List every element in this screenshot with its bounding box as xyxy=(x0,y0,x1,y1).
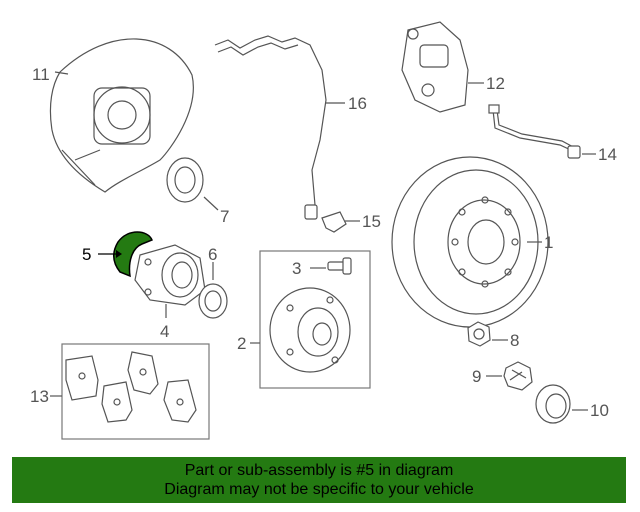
part-1-brake-disc[interactable] xyxy=(391,156,549,328)
part-16-abs-sensor-wire[interactable] xyxy=(214,35,327,220)
label-3: 3 xyxy=(292,259,301,278)
banner-line-1: Part or sub-assembly is #5 in diagram xyxy=(184,462,454,479)
label-12: 12 xyxy=(486,74,505,93)
label-2: 2 xyxy=(237,334,246,353)
label-16: 16 xyxy=(348,94,367,113)
part-9-lock-cap[interactable] xyxy=(503,361,533,391)
part-7-oil-seal[interactable] xyxy=(166,157,204,203)
part-5-highlighted[interactable] xyxy=(113,231,153,278)
part-11-dust-shield[interactable] xyxy=(49,38,194,193)
label-11: 11 xyxy=(32,65,50,84)
label-8: 8 xyxy=(510,331,519,350)
info-banner: Part or sub-assembly is #5 in diagram Di… xyxy=(12,457,626,503)
arrow-5 xyxy=(116,250,122,258)
label-4: 4 xyxy=(160,322,169,341)
part-2-axle-hub-assembly[interactable] xyxy=(259,250,371,389)
label-7: 7 xyxy=(220,207,229,226)
part-13-brake-pads[interactable] xyxy=(61,343,210,440)
label-5: 5 xyxy=(82,245,91,264)
part-6-seal-ring[interactable] xyxy=(198,283,228,319)
label-13: 13 xyxy=(30,387,49,406)
label-9: 9 xyxy=(472,367,481,386)
label-1: 1 xyxy=(544,233,553,252)
leader-7 xyxy=(203,196,219,211)
parts-diagram: 11 7 16 15 12 14 xyxy=(30,21,617,440)
banner-line-2: Diagram may not be specific to your vehi… xyxy=(164,481,474,498)
part-4-hub-bearing[interactable] xyxy=(134,244,206,306)
part-14-brake-hose[interactable] xyxy=(488,104,581,159)
leader-11 xyxy=(54,71,69,75)
label-14: 14 xyxy=(598,145,617,164)
part-8-nut[interactable] xyxy=(467,321,491,347)
label-15: 15 xyxy=(362,212,381,231)
label-10: 10 xyxy=(590,401,609,420)
part-3-hub-bolt[interactable] xyxy=(327,257,352,275)
part-15-sensor-clip[interactable] xyxy=(321,211,347,233)
label-6: 6 xyxy=(208,245,217,264)
part-12-brake-caliper[interactable] xyxy=(401,21,469,113)
part-10-grease-cap[interactable] xyxy=(535,384,571,424)
